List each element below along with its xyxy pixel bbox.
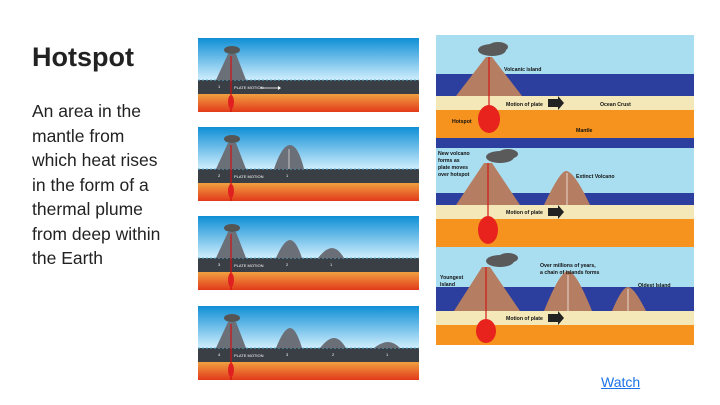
- extinct-volcano-label: Extinct Volcano: [576, 174, 615, 180]
- motion-of-plate-label: Motion of plate: [506, 210, 543, 216]
- plate-motion-label: PLATE MOTION: [234, 353, 264, 358]
- hotspot-diagram: Volcanic island Motion of plate Ocean Cr…: [436, 35, 694, 380]
- stage-number: 3: [286, 352, 289, 357]
- hotspot-plume: [476, 319, 496, 343]
- new-volcano-label: over hotspot: [438, 172, 470, 178]
- motion-of-plate-label: Motion of plate: [506, 316, 543, 322]
- new-volcano-label: plate moves: [438, 165, 468, 171]
- ocean-crust-label: Ocean Crust: [600, 102, 631, 108]
- plate-motion-label: PLATE MOTION: [234, 85, 264, 90]
- stage-number: 4: [218, 352, 221, 357]
- mantle-label: Mantle: [576, 128, 593, 134]
- stage-number: 1: [286, 173, 289, 178]
- extinct-volcano-icon: [320, 338, 346, 348]
- new-volcano-label: New volcano: [438, 151, 470, 157]
- slide-body-text: An area in the mantle from which heat ri…: [32, 101, 161, 268]
- hotspot-plume: [478, 216, 498, 244]
- volcano-icon: [454, 267, 520, 311]
- stage-1-panel: 1 PLATE MOTION: [198, 38, 419, 112]
- plate-motion-label: PLATE MOTION: [234, 174, 264, 179]
- stage-number: 3: [218, 262, 221, 267]
- stage-number: 2: [218, 173, 221, 178]
- volcanic-island-label: Volcanic island: [504, 67, 541, 73]
- youngest-island-label: Youngest: [440, 275, 464, 281]
- new-volcano-label: forms as: [438, 158, 460, 164]
- stage-number: 1: [218, 84, 221, 89]
- plate-motion-label: PLATE MOTION: [234, 263, 264, 268]
- stage-number: 1: [330, 262, 333, 267]
- watch-link[interactable]: Watch: [601, 374, 641, 390]
- stage-4-panel: 4 PLATE MOTION 3 2 1: [198, 306, 419, 380]
- hotspot-plume: [478, 105, 500, 133]
- millions-of-years-label: Over millions of years,: [540, 263, 596, 269]
- hotspot-label: Hotspot: [452, 119, 472, 125]
- extinct-volcano-icon: [276, 328, 302, 348]
- extinct-volcano-icon: [318, 248, 344, 258]
- extinct-volcano-icon: [276, 240, 302, 258]
- motion-of-plate-label: Motion of plate: [506, 102, 543, 108]
- stage-number: 2: [286, 262, 289, 267]
- oldest-island-label: Oldest Island: [638, 283, 671, 289]
- stage-3-panel: 3 PLATE MOTION 2 1: [198, 216, 419, 290]
- stage-number: 2: [332, 352, 335, 357]
- extinct-volcano-icon: [612, 287, 646, 311]
- extinct-volcano-icon: [374, 342, 400, 348]
- stage-2-panel: 2 PLATE MOTION 1: [198, 127, 419, 201]
- millions-of-years-label: a chain of islands forms: [540, 270, 599, 276]
- youngest-island-label: Island: [440, 282, 455, 288]
- plate-arrow-icon: [548, 96, 564, 110]
- plate-arrow-icon: [548, 205, 564, 219]
- slide-title: Hotspot: [32, 42, 134, 72]
- stage-number: 1: [386, 352, 389, 357]
- plate-arrow-icon: [548, 311, 564, 325]
